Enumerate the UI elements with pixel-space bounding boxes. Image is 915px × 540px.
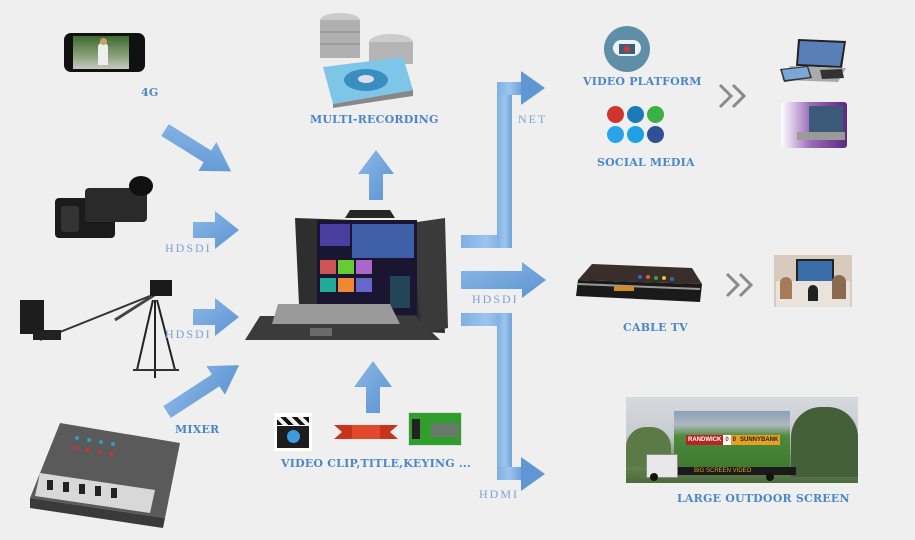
storage-device: [318, 12, 418, 108]
score-a: 0: [723, 435, 731, 445]
living-room-tv-device: [774, 255, 852, 307]
cloud-video-icon: [604, 26, 650, 72]
label-clips-titles-keying: VIDEO CLIP,TITLE,KEYING ...: [281, 457, 471, 470]
label-multi-recording: MULTI-RECORDING: [310, 113, 439, 126]
portable-switcher-device: [240, 198, 450, 350]
arrow-from-clips: [354, 361, 392, 413]
label-social-media: SOCIAL MEDIA: [597, 156, 695, 169]
link-label-hdmi-output: HDMI: [479, 487, 519, 501]
arrow-mixer-input: [163, 365, 240, 418]
arrow-net-output: [461, 71, 545, 248]
scoreboard: RANDWICK 0 0 SUNNYBANK: [686, 435, 781, 445]
smartphone-device: [64, 33, 145, 72]
arrow-camcorder-input: [193, 211, 239, 249]
skype-icon: [627, 126, 644, 143]
laptop-streaming-device: [781, 102, 847, 148]
whatsapp-icon: [647, 106, 664, 123]
truck-banner: BIG SCREEN VIDEO: [694, 468, 752, 474]
link-label-net: NET: [518, 112, 548, 126]
arrow-hdsdi-output: [461, 262, 546, 298]
set-top-box-device: [574, 262, 704, 306]
twitter-icon: [607, 126, 624, 143]
video-clip-icon: [274, 413, 312, 451]
led-screen: RANDWICK 0 0 SUNNYBANK: [674, 411, 790, 467]
label-cable-tv: CABLE TV: [623, 321, 688, 334]
label-mixer: MIXER: [175, 423, 220, 436]
team-b: SUNNYBANK: [738, 435, 781, 445]
score-b: 0: [730, 435, 739, 445]
title-banner-icon: [334, 423, 398, 441]
label-4g: 4G: [141, 86, 159, 99]
camcorder-device: [55, 176, 155, 244]
label-large-outdoor-screen: LARGE OUTDOOR SCREEN: [677, 492, 850, 505]
arrow-4g-input: [161, 124, 232, 172]
pinterest-icon: [607, 106, 624, 123]
arrow-jib-input: [193, 298, 239, 336]
chevrons-net: [718, 83, 747, 109]
label-video-platform: VIDEO PLATFORM: [583, 75, 702, 88]
led-screen-truck-image: RANDWICK 0 0 SUNNYBANK BIG SCREEN VIDEO: [626, 397, 858, 483]
team-a: RANDWICK: [686, 435, 724, 445]
facebook-icon: [647, 126, 664, 143]
linkedin-icon: [627, 106, 644, 123]
link-label-hdsdi-output: HDSDI: [472, 292, 519, 306]
link-label-camcorder: HDSDI: [165, 241, 212, 255]
jib-crane-device: [15, 270, 185, 385]
audio-mixer-device: [25, 418, 185, 533]
arrow-to-recording: [358, 150, 394, 200]
chevrons-cable: [725, 272, 754, 298]
link-label-jib: HDSDI: [165, 327, 212, 341]
green-screen-keying-icon: [408, 412, 462, 446]
arrow-hdmi-output: [461, 313, 545, 491]
social-media-icons: [607, 106, 665, 144]
laptop-tablets-device: [780, 36, 848, 88]
